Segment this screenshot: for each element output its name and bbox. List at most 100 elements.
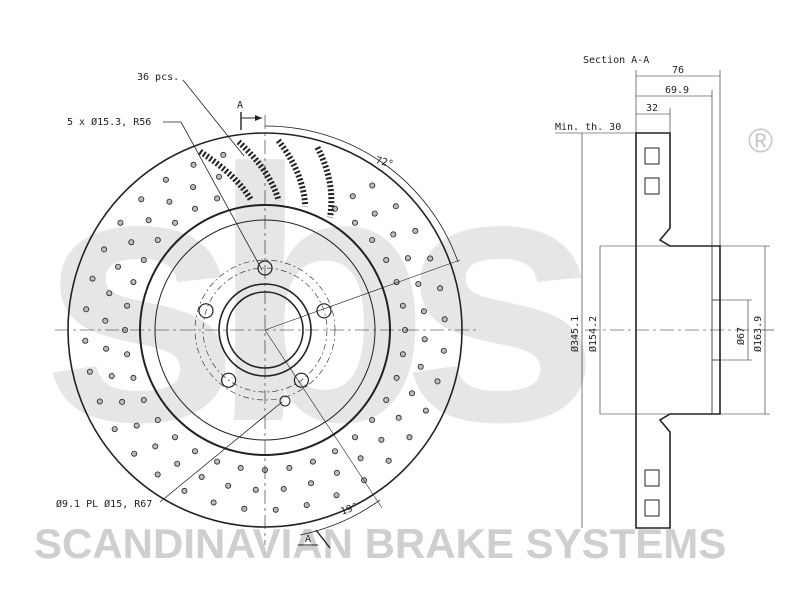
- vane-channel: [644, 147, 660, 165]
- drilled-hole: [133, 422, 140, 429]
- drilled-hole: [307, 480, 314, 487]
- vane-channel: [644, 499, 660, 517]
- drilled-hole: [128, 239, 135, 246]
- drilled-hole: [408, 390, 415, 397]
- drilled-hole: [214, 458, 221, 465]
- drilled-hole: [280, 485, 287, 492]
- section-mark-bottom: [315, 529, 331, 549]
- drilled-hole: [140, 396, 147, 403]
- drilled-hole: [272, 506, 279, 513]
- drilled-hole: [390, 231, 397, 238]
- drilled-hole: [437, 285, 444, 292]
- section-title: Section A-A: [583, 55, 649, 66]
- drilled-hole: [427, 255, 434, 262]
- cooling-vane: [314, 146, 335, 218]
- dia-label-hat: Ø154.2: [587, 316, 599, 352]
- drilled-hole: [395, 414, 402, 421]
- drilled-hole: [399, 302, 406, 309]
- dim-label-32: 32: [646, 103, 658, 114]
- angle-leader-72: [264, 259, 461, 331]
- drilled-hole: [406, 434, 413, 441]
- drilled-hole: [152, 443, 159, 450]
- drilled-hole: [369, 236, 376, 243]
- dim-label-76: 76: [672, 65, 684, 76]
- drilled-hole: [383, 256, 390, 263]
- drilled-hole: [130, 279, 137, 286]
- angle-arc-19: [299, 499, 381, 536]
- drilled-hole: [349, 193, 356, 200]
- drilled-hole: [190, 184, 197, 191]
- drilled-hole: [166, 198, 173, 205]
- drilled-hole: [103, 345, 110, 352]
- drilled-hole: [106, 290, 113, 297]
- min-thickness-label: Min. th. 30: [555, 122, 621, 133]
- drilled-hole: [215, 173, 222, 180]
- drilled-hole: [412, 227, 419, 234]
- bolt-pattern-label: 5 x Ø15.3, R56: [67, 116, 151, 128]
- watermark-logo-text: sbs: [40, 95, 586, 497]
- drilled-hole: [171, 434, 178, 441]
- drilled-hole: [383, 396, 390, 403]
- drilled-hole: [191, 448, 198, 455]
- drilled-hole: [83, 306, 90, 313]
- drilled-hole: [237, 464, 244, 471]
- drilled-hole: [351, 219, 358, 226]
- section-view: [555, 70, 775, 529]
- registered-mark: ®: [748, 122, 773, 160]
- angle-leader-19: [264, 329, 383, 509]
- drilled-hole: [138, 196, 145, 203]
- dim-label-69-9: 69.9: [665, 85, 689, 96]
- vane-channel: [644, 177, 660, 195]
- drilled-hole: [190, 161, 197, 168]
- drilled-hole: [111, 426, 118, 433]
- drilled-hole: [174, 460, 181, 467]
- bolt-circle: [202, 267, 328, 393]
- drilled-hole: [140, 256, 147, 263]
- drilled-hole: [117, 219, 124, 226]
- vane-channel: [644, 469, 660, 487]
- cooling-vane: [198, 148, 255, 203]
- drilled-hole: [420, 308, 427, 315]
- section-marker-bottom: A: [305, 534, 311, 545]
- angle-arc-72: [264, 125, 459, 263]
- pilot-hole-label: Ø9.1 PL Ø15, R67: [56, 498, 152, 510]
- drilled-hole: [392, 203, 399, 210]
- sbs-watermark-logo: sbs: [40, 95, 616, 497]
- drilled-hole: [421, 336, 428, 343]
- bolt-hole: [221, 372, 237, 388]
- drilled-hole: [96, 398, 103, 405]
- drilled-hole: [371, 210, 378, 217]
- drilled-hole: [331, 448, 338, 455]
- drilled-hole: [404, 255, 411, 262]
- leader-bolt-pattern: [180, 121, 263, 271]
- drilled-hole: [225, 482, 232, 489]
- drilled-hole: [124, 351, 131, 358]
- drilled-hole: [115, 263, 122, 270]
- drilled-hole: [86, 368, 93, 375]
- drilled-hole: [378, 436, 385, 443]
- drilled-hole: [357, 455, 364, 462]
- drilled-hole: [220, 151, 227, 158]
- leader-drilled-holes: [182, 79, 245, 157]
- drilled-hole: [101, 246, 108, 253]
- drilled-hole: [417, 363, 424, 370]
- drilled-hole: [162, 176, 169, 183]
- drilled-hole: [369, 182, 376, 189]
- drilled-hole: [145, 217, 152, 224]
- drilled-hole: [303, 502, 310, 509]
- disc-section-profile: [635, 132, 721, 529]
- drilled-hole: [286, 464, 293, 471]
- drilled-hole: [191, 205, 198, 212]
- drilled-hole: [441, 316, 448, 323]
- drilled-hole: [171, 219, 178, 226]
- drilled-hole: [89, 275, 96, 282]
- drilled-hole: [351, 434, 358, 441]
- drilled-hole: [214, 195, 221, 202]
- watermark-tagline: SCANDINAVIAN BRAKE SYSTEMS: [34, 520, 726, 567]
- dia-label-outer: Ø345.1: [569, 316, 581, 352]
- drilled-hole: [108, 372, 115, 379]
- drilled-hole: [124, 302, 131, 309]
- drilled-hole: [333, 469, 340, 476]
- drilled-hole: [415, 280, 422, 287]
